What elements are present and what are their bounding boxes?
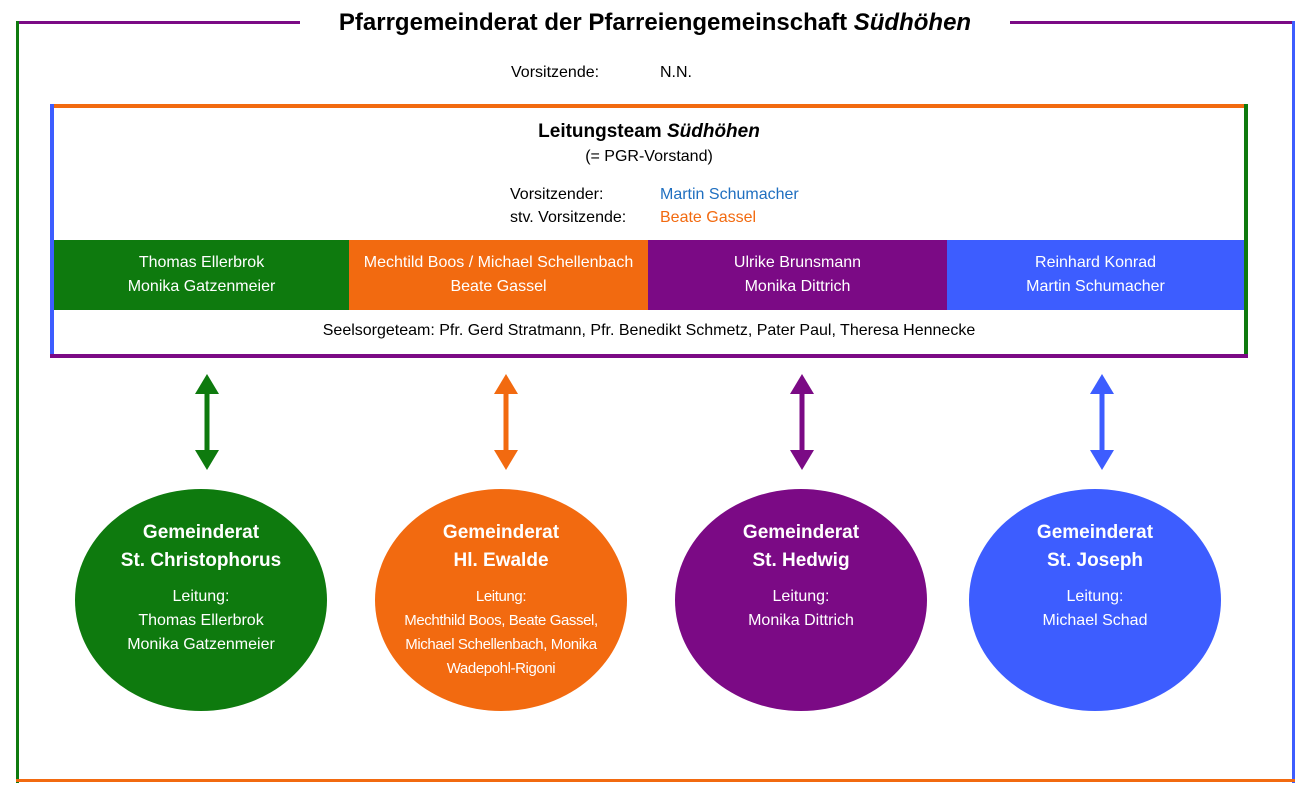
council-lead-label: Leitung: [772, 588, 830, 605]
page-title-italic: Südhöhen [853, 9, 972, 36]
group-member: Mechtild Boos / Michael Schellenbach [363, 254, 634, 271]
frame-top-right-line [1010, 21, 1295, 24]
box-top-border [50, 104, 1248, 108]
council-title-line: Gemeinderat [1036, 522, 1154, 543]
group-band-purple: Ulrike Brunsmann Monika Dittrich [648, 240, 947, 310]
frame-bottom-line [16, 779, 1295, 782]
council-lead-label: Leitung: [1066, 588, 1124, 605]
leitungsteam-box: Leitungsteam Südhöhen (= PGR-Vorstand) V… [50, 104, 1248, 358]
page-title: Pfarrgemeinderat der Pfarreiengemeinscha… [300, 6, 1010, 40]
chair-label: Vorsitzende: [511, 64, 600, 81]
group-band-green: Thomas Ellerbrok Monika Gatzenmeier [54, 240, 349, 310]
double-arrow-icon [790, 374, 814, 470]
council-st-christophorus: Gemeinderat St. Christophorus Leitung: T… [75, 489, 327, 711]
council-title-line: St. Christophorus [120, 550, 282, 571]
council-title: Gemeinderat Hl. Ewalde [375, 519, 627, 575]
double-arrow-icon [1090, 374, 1114, 470]
council-title-line: Gemeinderat [742, 522, 860, 543]
double-arrow-icon [195, 374, 219, 470]
council-lead-label: Leitung: [475, 588, 527, 605]
council-lead-line: Monika Dittrich [748, 612, 854, 629]
box-right-border [1244, 104, 1248, 358]
leitungsteam-subtitle: (= PGR-Vorstand) [585, 148, 713, 165]
leitungsteam-vice-label: stv. Vorsitzende: [510, 209, 627, 226]
group-member: Thomas Ellerbrok [138, 254, 265, 271]
group-member: Beate Gassel [450, 278, 547, 295]
leitungsteam-title-text: Leitungsteam [538, 121, 667, 142]
group-member: Ulrike Brunsmann [733, 254, 862, 271]
chair-value: N.N. [660, 64, 692, 81]
double-arrow-icon [494, 374, 518, 470]
council-lead-line: Michael Schad [1042, 612, 1148, 629]
group-member: Monika Gatzenmeier [127, 278, 276, 295]
seelsorgeteam-line: Seelsorgeteam: Pfr. Gerd Stratmann, Pfr.… [322, 322, 976, 339]
council-title-line: St. Hedwig [752, 550, 850, 571]
leitungsteam-vice-value: Beate Gassel [660, 209, 757, 226]
council-title-line: Hl. Ewalde [453, 550, 549, 571]
group-band-orange: Mechtild Boos / Michael Schellenbach Bea… [349, 240, 648, 310]
leitungsteam-chair-value: Martin Schumacher [660, 186, 799, 203]
group-member: Reinhard Konrad [1035, 254, 1156, 271]
frame-top-left-line [16, 21, 300, 24]
council-title: Gemeinderat St. Christophorus [75, 519, 327, 575]
box-left-border [50, 104, 54, 358]
council-leadership: Leitung: Monika Dittrich [675, 585, 927, 633]
council-lead-line: Michael Schellenbach, Monika [405, 636, 597, 653]
leitungsteam-title-italic: Südhöhen [666, 121, 760, 142]
group-member: Martin Schumacher [1026, 278, 1165, 295]
council-title-line: Gemeinderat [442, 522, 560, 543]
council-leadership: Leitung: Thomas Ellerbrok Monika Gatzenm… [75, 585, 327, 657]
leitungsteam-title: Leitungsteam Südhöhen [50, 118, 1248, 146]
group-member: Monika Dittrich [744, 278, 851, 295]
council-st-joseph: Gemeinderat St. Joseph Leitung: Michael … [969, 489, 1221, 711]
council-lead-label: Leitung: [172, 588, 230, 605]
box-bottom-border [50, 354, 1248, 358]
council-lead-line: Mechthild Boos, Beate Gassel, [404, 612, 598, 629]
council-leadership: Leitung: Michael Schad [969, 585, 1221, 633]
council-leadership: Leitung: Mechthild Boos, Beate Gassel, M… [375, 585, 627, 681]
council-lead-line: Monika Gatzenmeier [127, 636, 275, 653]
council-title-line: Gemeinderat [142, 522, 260, 543]
group-band-blue: Reinhard Konrad Martin Schumacher [947, 240, 1244, 310]
council-lead-line: Thomas Ellerbrok [138, 612, 264, 629]
frame-left-line [16, 21, 19, 783]
council-title-line: St. Joseph [1046, 550, 1144, 571]
council-hl-ewalde: Gemeinderat Hl. Ewalde Leitung: Mechthil… [375, 489, 627, 711]
leitungsteam-chair-label: Vorsitzender: [510, 186, 604, 203]
page-title-text: Pfarrgemeinderat der Pfarreiengemeinscha… [338, 9, 854, 36]
council-lead-line: Wadepohl-Rigoni [446, 660, 556, 677]
council-title: Gemeinderat St. Hedwig [675, 519, 927, 575]
council-st-hedwig: Gemeinderat St. Hedwig Leitung: Monika D… [675, 489, 927, 711]
frame-right-line [1292, 21, 1295, 783]
council-title: Gemeinderat St. Joseph [969, 519, 1221, 575]
